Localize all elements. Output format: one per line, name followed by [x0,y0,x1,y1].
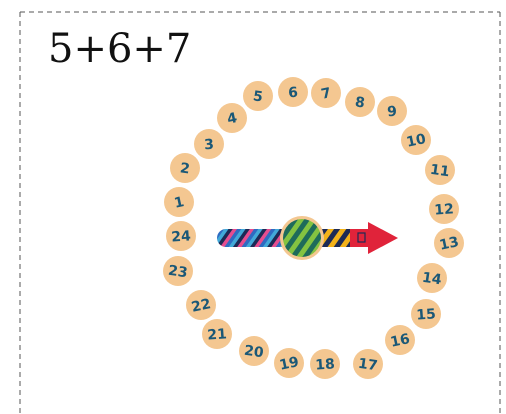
number-token: 6 [278,77,308,107]
token-number: 6 [288,85,299,102]
token-number: 18 [315,356,336,373]
number-token: 15 [411,299,441,329]
token-number: 20 [243,343,265,362]
number-token: 5 [243,81,273,111]
number-token: 19 [274,348,304,378]
token-number: 24 [171,228,192,245]
number-token: 4 [217,103,247,133]
number-token: 8 [345,87,375,117]
number-token: 1 [164,187,194,217]
number-token: 14 [417,263,447,293]
number-token: 23 [163,256,193,286]
number-token: 18 [310,349,340,379]
expression-text: 5+6+7 [48,26,191,72]
number-token: 11 [425,155,455,185]
spinner-arrow[interactable] [217,216,398,260]
token-number: 12 [434,201,455,218]
number-token: 10 [401,125,431,155]
number-token: 13 [434,228,464,258]
token-number: 23 [167,263,189,282]
number-token: 3 [194,129,224,159]
number-token: 12 [429,194,459,224]
number-token: 24 [166,221,196,251]
number-token: 20 [239,336,269,366]
number-token: 2 [170,153,200,183]
token-number: 15 [416,306,437,323]
arrow-head [350,222,398,254]
token-number: 3 [204,137,215,154]
token-number: 21 [207,326,228,343]
number-token: 16 [385,325,415,355]
token-number: 11 [429,162,451,181]
token-number: 9 [387,104,398,121]
token-number: 17 [357,356,379,375]
number-token: 21 [202,319,232,349]
number-token: 9 [377,96,407,126]
number-token: 7 [311,78,341,108]
hub-center [283,219,321,257]
number-token: 22 [186,290,216,320]
number-token: 17 [353,349,383,379]
token-number: 14 [421,270,443,289]
